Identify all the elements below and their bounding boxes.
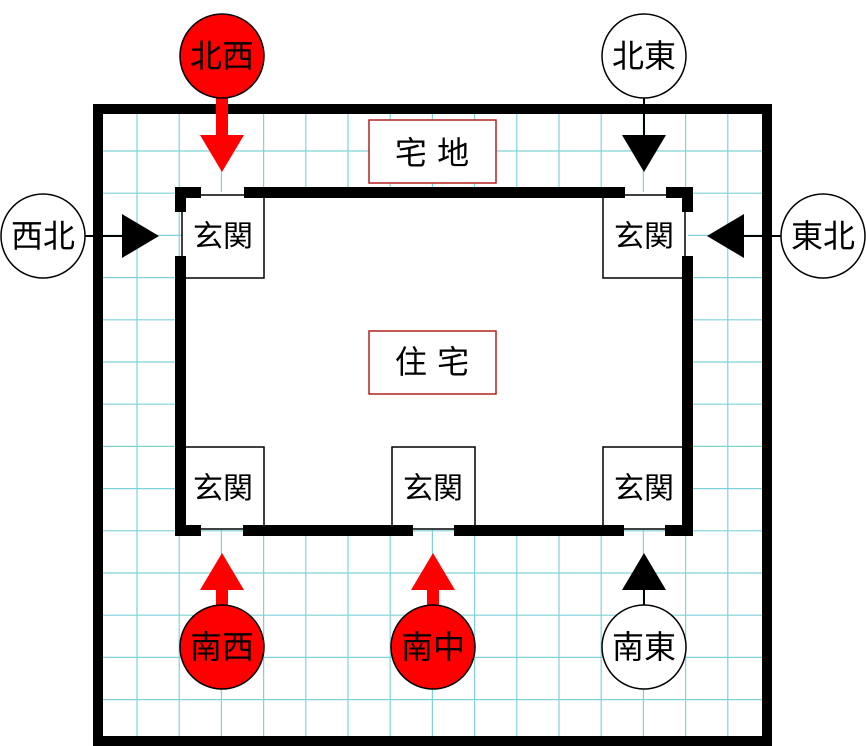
direction-label-north-west: 北西 (190, 37, 254, 75)
direction-label-west-north: 西北 (11, 217, 75, 255)
direction-label-south-east: 南東 (612, 628, 676, 666)
arrow-right-icon (122, 214, 159, 258)
wall-bottom-mid-left (243, 525, 413, 536)
direction-north-west: 北西 (179, 13, 265, 172)
direction-label-south-west: 南西 (190, 628, 254, 666)
wall-bottom-left (175, 525, 201, 536)
arrow-up-icon (200, 553, 244, 590)
site-border (93, 104, 772, 746)
wall-left-top (175, 187, 186, 212)
direction-north-east: 北東 (601, 13, 687, 172)
site-label-box (368, 119, 497, 184)
site-label: 宅 地 (368, 119, 497, 184)
house-label-text: 住 宅 (395, 343, 469, 381)
direction-label-east-north: 東北 (791, 217, 855, 255)
direction-south-center: 南中 (390, 553, 476, 690)
entrance-label-nw: 玄関 (193, 220, 253, 255)
wall-bottom-right (665, 525, 693, 536)
entrance-box-nw (181, 194, 265, 279)
direction-label-south-center: 南中 (401, 628, 465, 666)
wall-top-middle (244, 187, 625, 198)
direction-circle-north-west (179, 13, 265, 99)
direction-circle-south-center (390, 604, 476, 690)
arrow-left-icon (707, 214, 744, 258)
arrow-up-icon (411, 553, 455, 590)
entrance-label-sc: 玄関 (403, 472, 463, 507)
wall-top-right (666, 187, 693, 198)
entrance-box-sc (391, 446, 476, 530)
arrow-shaft-north-west (216, 96, 228, 136)
wall-right-lower (682, 256, 693, 536)
direction-south-east: 南東 (601, 553, 687, 690)
arrow-shaft-south-west (216, 585, 228, 610)
entrance-label-sw: 玄関 (193, 472, 253, 507)
direction-circle-south-west (179, 604, 265, 690)
arrow-down-icon (200, 135, 244, 172)
direction-west-north: 西北 (0, 193, 159, 279)
direction-label-north-east: 北東 (612, 37, 676, 75)
arrow-up-icon (622, 553, 666, 590)
wall-top-left (175, 187, 201, 198)
house-label: 住 宅 (368, 330, 497, 395)
entrance-box-ne (602, 194, 686, 279)
entrance-box-se (602, 446, 686, 530)
direction-circle-west-north (0, 193, 86, 279)
direction-east-north: 東北 (707, 193, 866, 279)
entrance-label-ne: 玄関 (614, 220, 674, 255)
wall-right-top (682, 187, 693, 212)
entrance-boxes (181, 194, 686, 530)
direction-south-west: 南西 (179, 553, 265, 690)
arrow-shaft-south-center (427, 585, 439, 610)
entrance-label-se: 玄関 (614, 472, 674, 507)
direction-circle-south-east (601, 604, 687, 690)
arrow-down-icon (622, 135, 666, 172)
house-walls (175, 187, 693, 536)
house-label-box (368, 330, 497, 395)
site-label-text: 宅 地 (395, 134, 469, 172)
wall-left-lower (175, 256, 186, 536)
direction-circle-east-north (780, 193, 866, 279)
wall-bottom-mid-right (454, 525, 624, 536)
direction-circle-north-east (601, 13, 687, 99)
